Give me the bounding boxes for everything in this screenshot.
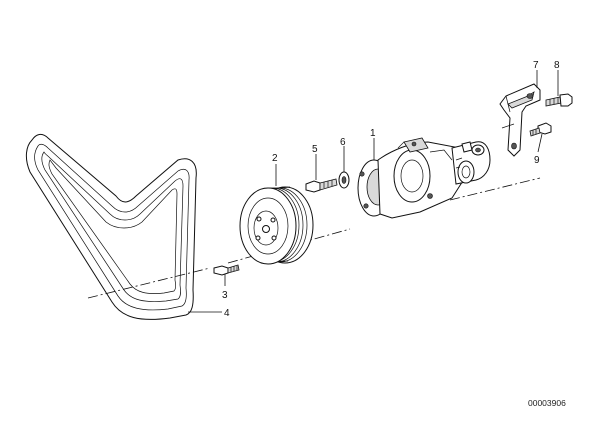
callout-5: 5: [312, 144, 318, 155]
leader-lines: [188, 70, 559, 313]
pulley-bolt[interactable]: [213, 264, 240, 276]
callout-9: 9: [534, 155, 540, 166]
pump-bolt[interactable]: [305, 178, 338, 193]
callout-8: 8: [554, 60, 560, 71]
power-steering-pump[interactable]: [357, 137, 491, 219]
callout-6: 6: [340, 137, 346, 148]
callout-2: 2: [272, 153, 278, 164]
callout-3: 3: [222, 290, 228, 301]
belt-pulley[interactable]: [239, 186, 314, 265]
callout-4: 4: [224, 308, 230, 319]
drive-belt[interactable]: [25, 133, 197, 320]
callout-7: 7: [533, 60, 539, 71]
document-number: 00003906: [528, 398, 566, 408]
washer[interactable]: [338, 171, 350, 189]
center-axis-line: [87, 177, 541, 299]
bracket-bolt-upper[interactable]: [545, 93, 573, 107]
mounting-bracket[interactable]: [499, 83, 541, 157]
bracket-bolt-lower[interactable]: [529, 122, 552, 137]
callout-1: 1: [370, 128, 376, 139]
